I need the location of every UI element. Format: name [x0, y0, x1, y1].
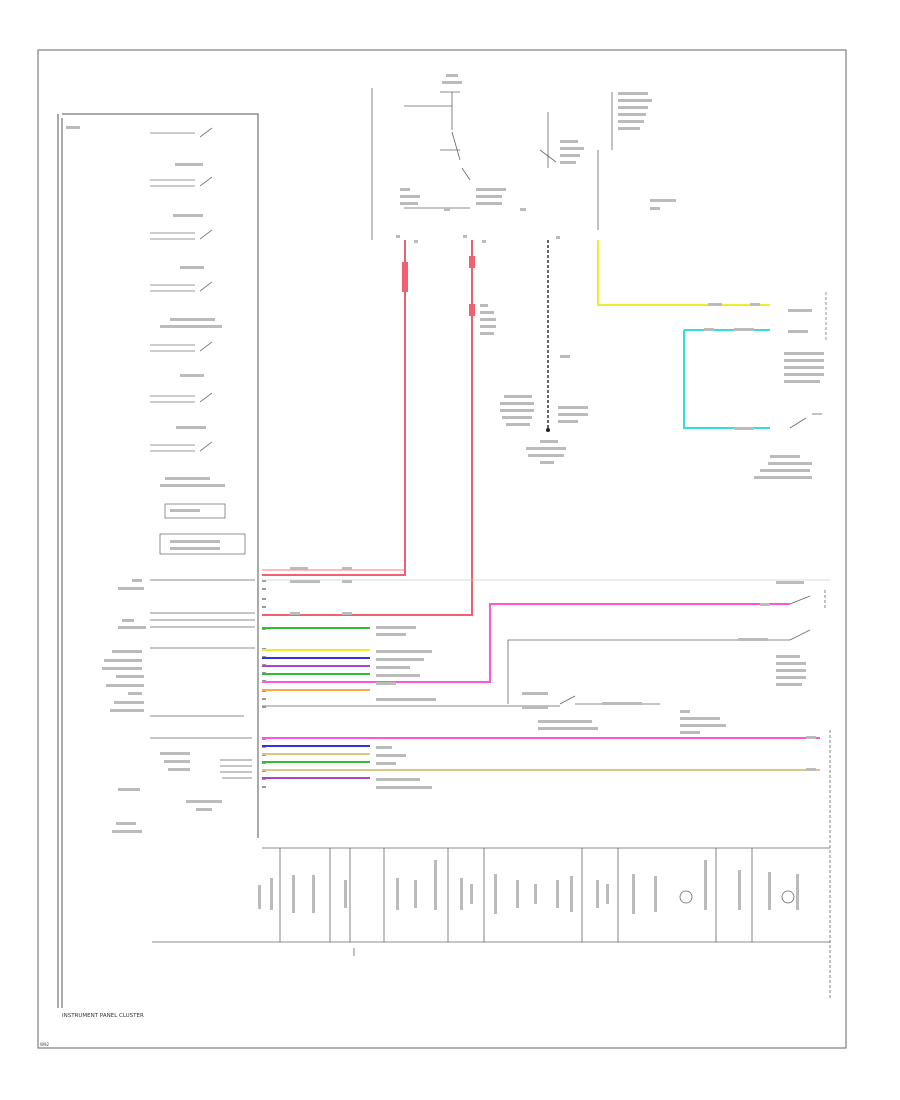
ignition-switch [371, 88, 471, 240]
red-wire-hatches [402, 256, 475, 316]
right-module-labels [704, 303, 824, 479]
diagram-border [37, 49, 847, 1049]
yellow-cyan-wires [597, 240, 770, 429]
cluster-internal-labels [66, 126, 225, 550]
gauge-switch-symbols [150, 127, 246, 555]
bottom-component-labels [258, 860, 799, 914]
red-wire-tags [396, 235, 496, 335]
left-harness-lines [150, 579, 255, 779]
wire-color-tags [290, 567, 816, 789]
red-wire-main [262, 240, 473, 616]
instrument-cluster-box [57, 113, 259, 1008]
fuse-labels [560, 92, 676, 210]
ignition-labels [400, 74, 526, 211]
fuse-block-symbols [539, 92, 613, 230]
left-pin-labels [102, 579, 222, 833]
bottom-component-row [152, 847, 830, 956]
ground-labels [500, 236, 588, 464]
cluster-wire-bundle [262, 569, 820, 779]
diagram-code: W92 [40, 1042, 50, 1047]
pin-numbers [262, 580, 266, 788]
right-relay-labels [522, 638, 806, 734]
right-module-symbols [789, 413, 822, 429]
ground-wire [546, 240, 550, 432]
cluster-title: INSTRUMENT PANEL CLUSTER [62, 1013, 144, 1019]
right-switches [262, 579, 831, 1000]
